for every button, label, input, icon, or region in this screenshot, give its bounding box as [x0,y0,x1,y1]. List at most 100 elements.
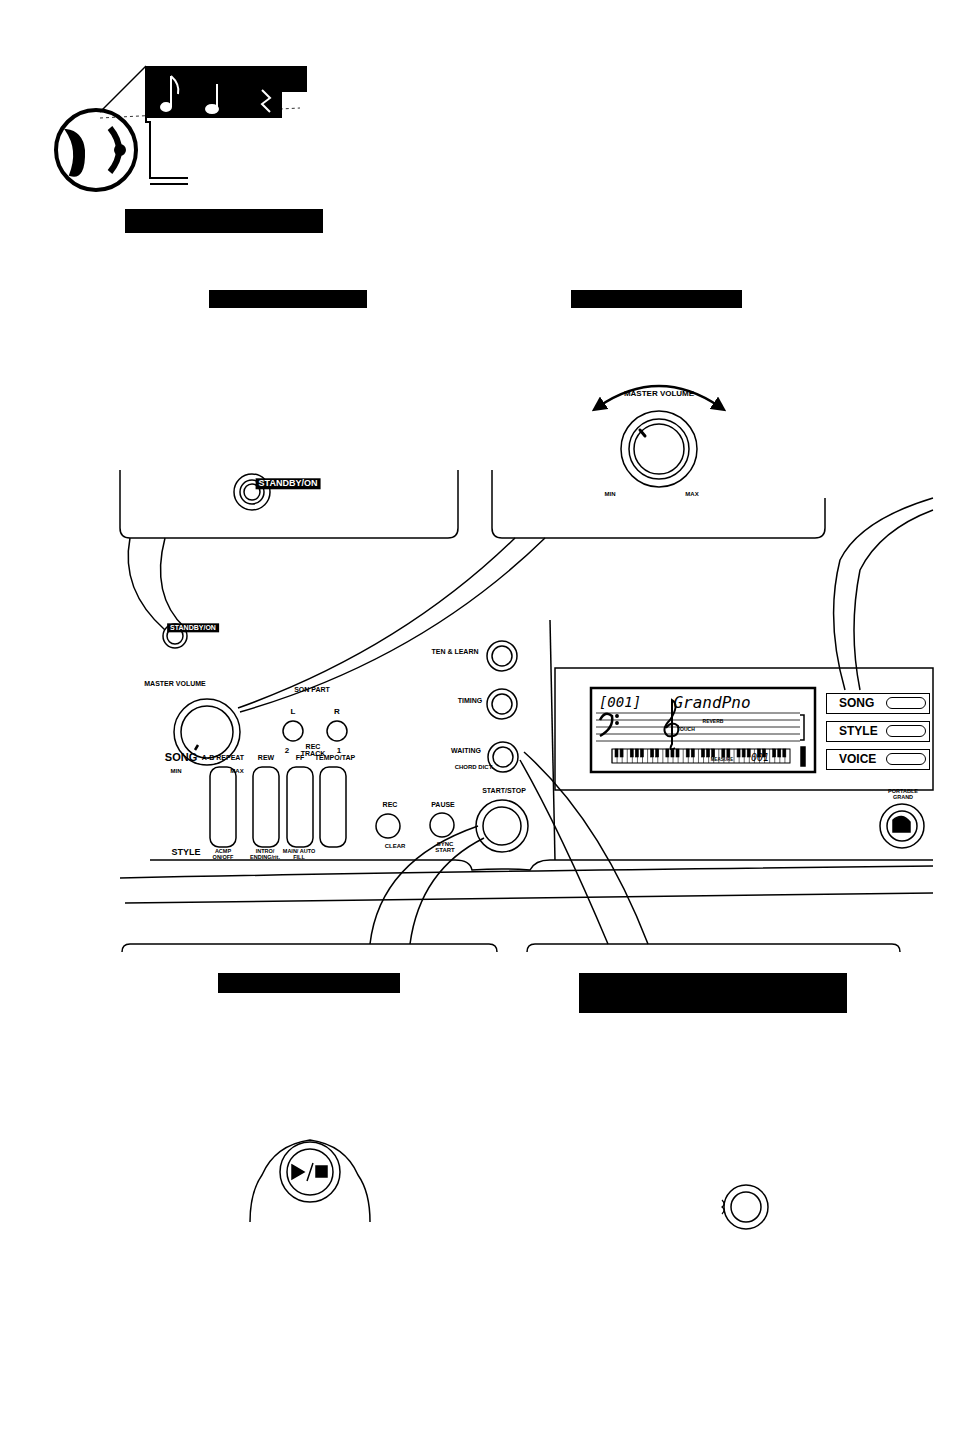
drawing-circle [487,689,517,719]
drawing-polygon [146,66,307,118]
panel-label: SONG [165,752,197,764]
drawing-line [307,1163,313,1181]
drawing-path [250,1140,370,1222]
drawing-ellipse [161,103,171,111]
drawing-rect [579,973,847,1013]
drawing-circle [492,646,512,666]
drawing-path [893,816,910,832]
drawing-circle [724,1185,768,1229]
drawing-rect [691,749,694,757]
drawing-path [600,714,612,736]
mode-button-box: VOICE [826,749,930,770]
panel-label: REW [258,754,274,761]
drawing-circle [616,715,618,717]
drawing-path [120,470,458,538]
drawing-line [693,749,694,763]
drawing-line [744,749,745,763]
panel-label: MIN [171,768,182,774]
drawing-line [216,84,218,109]
drawing-rect [686,749,689,757]
drawing-line [769,749,770,763]
drawing-rect [210,767,236,847]
mode-button-box: SONG [826,693,930,714]
drawing-circle [634,424,684,474]
panel-label: TIMING [458,697,483,704]
drawing-g [612,749,786,763]
drawing-g [120,620,933,903]
panel-label: SYNC START [433,841,457,854]
drawing-line [596,720,800,721]
drawing-path [171,76,178,94]
drawing-line [708,749,709,763]
drawing-g [120,470,933,952]
drawing-path [524,752,648,944]
drawing-path [100,66,146,112]
drawing-circle [731,1192,761,1222]
drawing-circle [181,706,233,758]
drawing-line [612,749,613,763]
drawing-line [170,76,172,107]
panel-label: CLEAR [385,843,406,849]
panel-label: R [334,708,340,716]
drawing-line [596,741,800,742]
mode-button-box: STYLE [826,721,930,742]
drawing-rect [773,749,776,757]
drawing-circle [115,145,125,155]
drawing-rect [676,749,679,757]
drawing-rect [615,749,618,757]
drawing-line [698,749,699,763]
drawing-rect [778,749,781,757]
drawing-path [66,130,84,176]
panel-label: STANDBY/ON [167,623,219,632]
panel-label: SON PART [294,686,330,693]
drawing-path [834,498,933,690]
drawing-path [527,944,900,952]
drawing-circle [492,694,512,714]
drawing-rect [209,290,367,308]
drawing-rect [666,749,669,757]
drawing-line [688,749,689,763]
panel-label: MAX [230,768,243,774]
drawing-path [128,538,165,630]
drawing-circle [483,807,521,845]
drawing-rect [707,749,710,757]
drawing-line [596,713,800,714]
drawing-path [640,430,645,436]
drawing-line [683,749,684,763]
drawing-path [161,538,186,628]
panel-label: MAIN/ AUTO FILL [281,849,317,861]
drawing-path [238,538,515,708]
drawing-g [722,1185,768,1229]
drawing-rect [783,749,786,757]
drawing-g [161,76,270,113]
drawing-rect [620,749,623,757]
panel-label: STANDBY/ON [256,478,321,489]
drawing-rect [747,749,750,757]
panel-label: MASTER VOLUME [144,680,205,687]
drawing-line [617,749,618,763]
drawing-path [370,826,478,944]
drawing-rect [571,290,742,308]
drawing-rect [712,749,715,757]
drawing-line [739,749,740,763]
panel-label: MIN [605,491,616,497]
drawing-rect [742,749,745,757]
panel-label: MAX [685,491,698,497]
drawing-path [598,386,720,407]
drawing-rect [591,688,815,772]
button-key [886,753,926,765]
panel-label: PAUSE [431,801,455,808]
drawing-line [647,749,648,763]
drawing-rect [801,747,805,766]
button-label: SONG [839,697,874,709]
panel-label: STYLE [171,848,200,857]
drawing-rect [316,1166,327,1177]
drawing-path [800,715,804,740]
panel-label: MASTER VOLUME [624,390,694,398]
drawing-g [596,713,800,741]
drawing-rect [727,749,730,757]
drawing-circle [476,800,528,852]
button-label: VOICE [839,753,876,765]
drawing-path [410,838,484,944]
